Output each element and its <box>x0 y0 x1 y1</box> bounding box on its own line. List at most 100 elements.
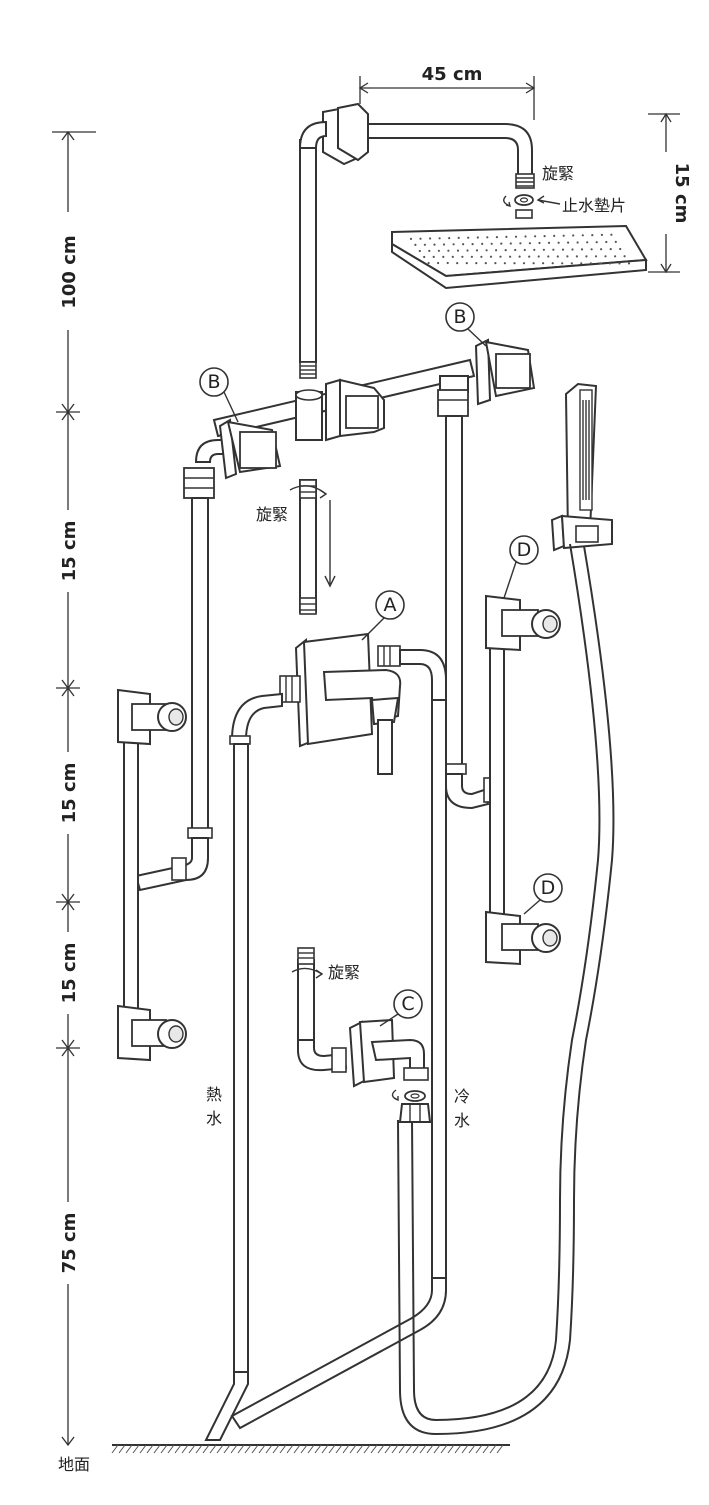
ground-hatch-mark <box>335 1444 343 1454</box>
ground-hatch-mark <box>391 1444 399 1454</box>
left-body-jet-column <box>117 688 187 1062</box>
ground-hatch-mark <box>132 1444 140 1454</box>
nozzle-dot <box>609 248 612 251</box>
ground-hatch-mark <box>426 1444 434 1454</box>
nozzle-dot <box>485 249 488 252</box>
ground-hatch-mark <box>230 1444 238 1454</box>
nozzle-dot <box>532 262 535 265</box>
hot-water-pipe <box>204 692 283 1441</box>
shower-head <box>391 209 648 290</box>
tighten-label-top: 旋緊 <box>542 164 574 183</box>
ground-hatch-mark <box>279 1444 287 1454</box>
ground-hatch-mark <box>237 1444 245 1454</box>
nozzle-dot <box>537 255 540 258</box>
nozzle-dot <box>580 248 584 251</box>
ground-hatch-mark <box>146 1444 154 1454</box>
nozzle-dot <box>480 255 483 258</box>
tighten-label-low: 旋緊 <box>328 963 360 982</box>
nozzle-dot <box>586 241 589 244</box>
svg-text:B: B <box>453 306 466 328</box>
ground-hatch-mark <box>307 1444 315 1454</box>
hot-water-label: 熱 水 <box>206 1085 222 1128</box>
nozzle-dot <box>627 262 631 265</box>
ground-hatch-mark <box>125 1444 133 1454</box>
nozzle-dot <box>447 249 450 252</box>
tighten-label-mid: 旋緊 <box>256 505 288 524</box>
badge-a: A <box>361 590 405 641</box>
nozzle-dot <box>542 262 545 265</box>
ground-hatch-mark <box>118 1444 126 1454</box>
nozzle-dot <box>619 247 622 251</box>
ground-hatch-mark <box>370 1444 378 1454</box>
nozzle-dot <box>419 237 422 240</box>
nozzle-dot <box>594 255 598 258</box>
nozzle-dot <box>543 235 546 238</box>
nozzle-dot <box>608 262 612 265</box>
nozzle-dot <box>524 235 527 238</box>
nozzle-dot <box>457 236 460 239</box>
nozzle-dot <box>462 243 465 246</box>
nozzle-dot <box>576 241 579 244</box>
svg-text:冷: 冷 <box>454 1087 470 1106</box>
nozzle-dot <box>614 240 617 243</box>
washer <box>503 194 561 207</box>
nozzle-dot <box>572 234 575 237</box>
nozzle-dot <box>427 261 430 265</box>
mixer-valve <box>279 632 402 775</box>
ground-hatch-mark <box>251 1444 259 1454</box>
nozzle-dot <box>495 249 498 252</box>
washer-label: 止水墊片 <box>562 196 626 215</box>
nozzle-dot <box>575 255 579 258</box>
nozzle-dot <box>610 233 613 236</box>
nozzle-dot <box>461 255 464 258</box>
arm-width-dimension <box>358 76 536 120</box>
nozzle-dot <box>432 255 435 258</box>
nozzle-dot <box>614 255 617 258</box>
badge-d-lower: D <box>523 873 563 915</box>
nozzle-dot <box>599 262 602 265</box>
nozzle-dot <box>442 243 446 246</box>
nozzle-dot <box>571 248 574 251</box>
nozzle-dot <box>484 262 487 265</box>
nozzle-dot <box>481 242 484 245</box>
ground-hatch-mark <box>342 1444 350 1454</box>
ground-hatch-mark <box>188 1444 196 1454</box>
ground-hatch-mark <box>356 1444 364 1454</box>
badge-d-upper: D <box>503 535 539 599</box>
nozzle-dot <box>557 241 560 244</box>
ground-hatch-mark <box>209 1444 217 1454</box>
nozzle-dot <box>456 249 460 252</box>
svg-text:A: A <box>384 594 397 616</box>
nozzle-dot <box>600 248 603 251</box>
nozzle-dot <box>562 234 565 237</box>
nozzle-dot <box>556 255 559 258</box>
upper-manifold <box>194 338 536 480</box>
ground-hatch-mark <box>496 1444 504 1454</box>
shower-arm <box>322 102 535 189</box>
ground-hatch-mark <box>153 1444 161 1454</box>
nozzle-dot <box>442 255 445 258</box>
nozzle-dot <box>585 255 588 258</box>
nozzle-dot <box>528 255 531 258</box>
left-supply-pipe <box>134 467 215 892</box>
hand-shower <box>550 382 613 552</box>
nozzle-dot <box>418 249 421 253</box>
nozzle-dot <box>542 248 546 251</box>
ground-hatch-mark <box>111 1444 119 1454</box>
svg-text:水: 水 <box>206 1109 222 1128</box>
nozzle-dot <box>446 261 449 265</box>
ground-hatch-mark <box>419 1444 427 1454</box>
badge-b-left: B <box>199 367 239 423</box>
svg-text:C: C <box>401 993 414 1015</box>
ground-hatch-mark <box>244 1444 252 1454</box>
ground-hatch-mark <box>160 1444 168 1454</box>
nozzle-dot <box>553 234 556 237</box>
ground-hatch-mark <box>174 1444 182 1454</box>
cold-water-pipe <box>230 649 447 1430</box>
nozzle-dot <box>423 255 426 259</box>
nozzle-dot <box>589 262 592 265</box>
ground-hatch-mark <box>482 1444 490 1454</box>
nozzle-dot <box>505 235 508 238</box>
